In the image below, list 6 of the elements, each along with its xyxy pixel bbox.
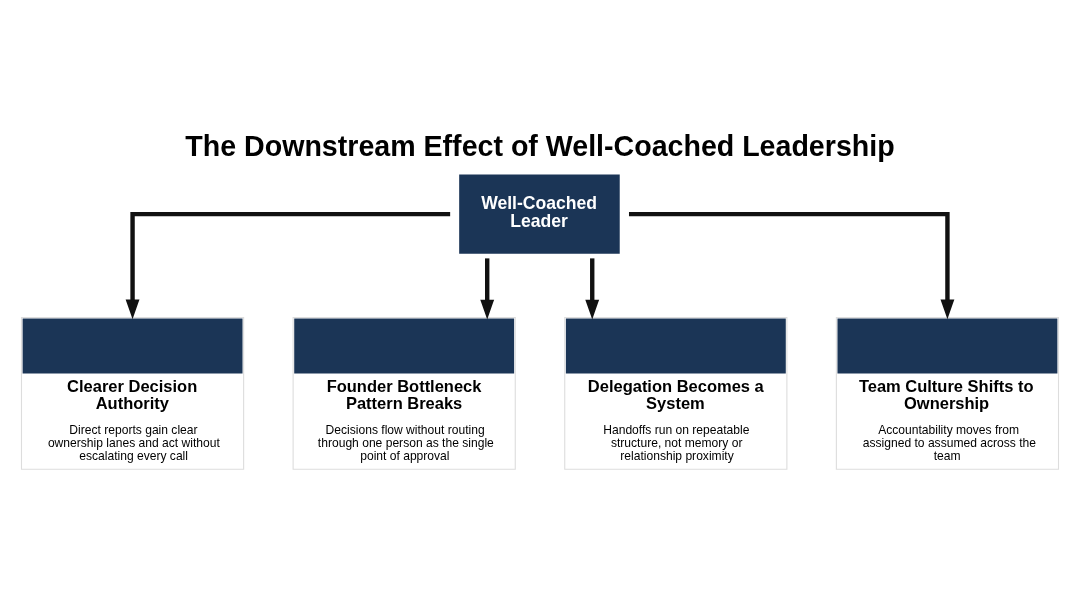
arrow xyxy=(629,211,955,320)
arrow xyxy=(480,258,495,320)
arrow xyxy=(585,258,600,320)
diagram-title: The Downstream Effect of Well-Coached Leadership xyxy=(185,129,895,162)
arrow xyxy=(125,211,451,320)
node-box: Well-Coached Leader xyxy=(459,174,620,254)
